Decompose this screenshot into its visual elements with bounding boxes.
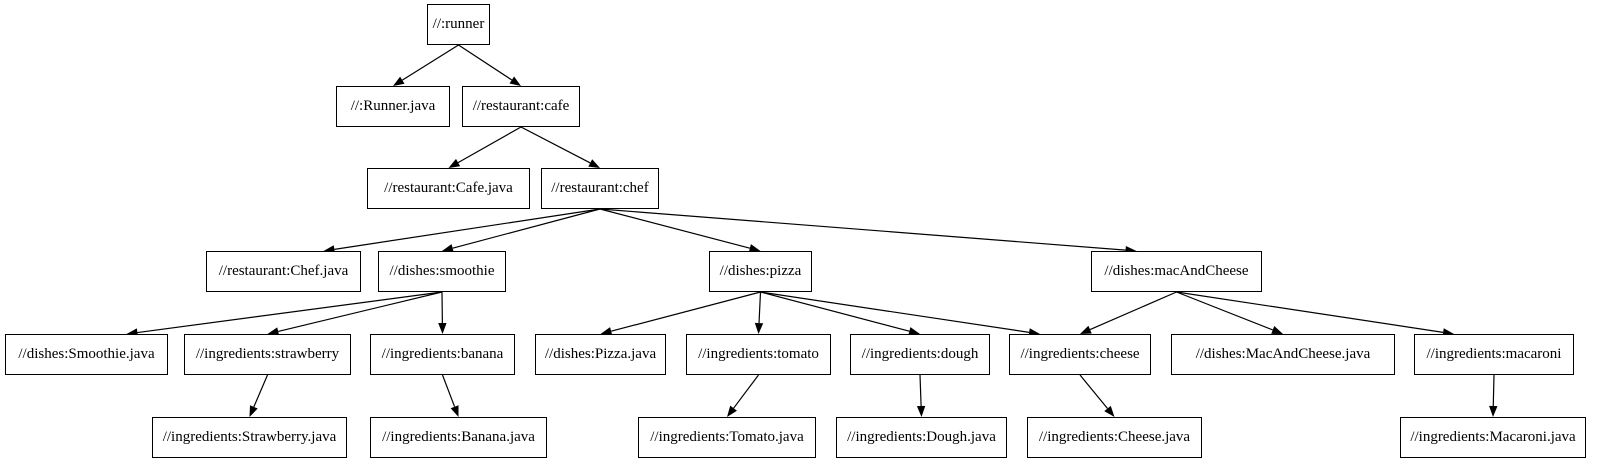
graph-node-label: //ingredients:Banana.java — [382, 429, 535, 445]
arrowhead-icon — [1489, 405, 1498, 417]
graph-node-label: //ingredients:Tomato.java — [650, 429, 804, 445]
graph-edge-smoothie-to-smoothie_java — [137, 291, 443, 334]
arrowhead-icon — [588, 159, 600, 168]
graph-edge-pizza-to-dough — [760, 291, 910, 332]
graph-node-label: //dishes:macAndCheese — [1104, 263, 1249, 279]
graph-edge-macandcheese-to-cheese — [1089, 291, 1177, 331]
arrowhead-icon — [393, 76, 405, 86]
graph-node-dough_java[interactable]: //ingredients:Dough.java — [836, 417, 1007, 458]
graph-node-strawberry[interactable]: //ingredients:strawberry — [184, 334, 351, 375]
graph-edge-pizza-to-cheese — [760, 291, 1030, 333]
graph-node-label: //dishes:pizza — [719, 263, 802, 279]
arrowhead-icon — [1104, 405, 1115, 417]
graph-node-tomato[interactable]: //ingredients:tomato — [686, 334, 831, 375]
arrowhead-icon — [450, 405, 459, 417]
graph-node-dough[interactable]: //ingredients:dough — [850, 334, 990, 375]
graph-node-chef[interactable]: //restaurant:chef — [541, 168, 659, 209]
graph-node-cafe_java[interactable]: //restaurant:Cafe.java — [367, 168, 530, 209]
graph-edge-strawberry-to-strawberry_java — [253, 374, 269, 408]
graph-node-banana[interactable]: //ingredients:banana — [370, 334, 515, 375]
graph-edge-chef-to-pizza — [599, 208, 751, 249]
arrowhead-icon — [916, 405, 926, 417]
graph-edge-cafe-to-cafe_java — [457, 126, 522, 164]
graph-node-macandcheese_java[interactable]: //dishes:MacAndCheese.java — [1171, 334, 1395, 375]
graph-edge-runner-to-runner_java — [402, 44, 459, 81]
graph-node-smoothie_java[interactable]: //dishes:Smoothie.java — [5, 334, 168, 375]
arrowhead-icon — [727, 405, 737, 417]
graph-node-label: //dishes:Pizza.java — [544, 346, 657, 362]
graph-node-label: //dishes:MacAndCheese.java — [1195, 346, 1371, 362]
graph-node-macaroni[interactable]: //ingredients:macaroni — [1414, 334, 1574, 375]
graph-node-macaroni_java[interactable]: //ingredients:Macaroni.java — [1400, 417, 1586, 458]
graph-node-label: //restaurant:chef — [551, 180, 649, 196]
graph-node-label: //ingredients:Strawberry.java — [162, 429, 337, 445]
graph-node-label: //dishes:Smoothie.java — [18, 346, 155, 362]
graph-edge-tomato-to-tomato_java — [733, 374, 759, 409]
graph-node-label: //restaurant:cafe — [472, 98, 570, 114]
graph-edge-cheese-to-cheese_java — [1079, 374, 1108, 409]
graph-node-smoothie[interactable]: //dishes:smoothie — [378, 251, 506, 292]
arrowhead-icon — [438, 322, 447, 334]
graph-node-label: //ingredients:Cheese.java — [1038, 429, 1191, 445]
graph-node-label: //ingredients:banana — [381, 346, 504, 362]
graph-node-tomato_java[interactable]: //ingredients:Tomato.java — [638, 417, 816, 458]
graph-edge-dough-to-dough_java — [919, 374, 922, 407]
graph-node-label: //restaurant:Cafe.java — [384, 180, 513, 196]
graph-node-label: //ingredients:cheese — [1020, 346, 1140, 362]
graph-node-label: //dishes:smoothie — [389, 263, 495, 279]
graph-node-label: //ingredients:Macaroni.java — [1410, 429, 1576, 445]
graph-node-label: //ingredients:tomato — [698, 346, 819, 362]
arrowhead-icon — [1271, 326, 1283, 334]
arrowhead-icon — [754, 322, 764, 334]
graph-edge-macaroni-to-macaroni_java — [1492, 374, 1495, 407]
graph-node-label: //ingredients:macaroni — [1426, 346, 1562, 362]
graph-node-chef_java[interactable]: //restaurant:Chef.java — [206, 251, 361, 292]
arrowhead-icon — [448, 158, 461, 168]
graph-node-macandcheese[interactable]: //dishes:macAndCheese — [1091, 251, 1262, 292]
graph-node-cheese_java[interactable]: //ingredients:Cheese.java — [1027, 417, 1202, 458]
graph-edge-cafe-to-chef — [520, 126, 591, 164]
graph-edge-banana-to-banana_java — [441, 374, 456, 407]
graph-node-pizza_java[interactable]: //dishes:Pizza.java — [535, 334, 666, 375]
graph-edge-runner-to-cafe — [458, 44, 513, 81]
graph-node-cafe[interactable]: //restaurant:cafe — [462, 86, 580, 127]
graph-node-label: //restaurant:Chef.java — [218, 263, 349, 279]
graph-node-runner[interactable]: //:runner — [427, 4, 490, 45]
graph-edge-pizza-to-tomato — [758, 291, 762, 324]
graph-node-label: //ingredients:Dough.java — [847, 429, 996, 445]
arrowhead-icon — [509, 76, 521, 86]
graph-node-label: //:runner — [432, 16, 485, 32]
graph-edge-pizza-to-pizza_java — [610, 291, 761, 332]
graph-edge-chef-to-chef_java — [334, 208, 601, 250]
graph-node-label: //ingredients:dough — [861, 346, 979, 362]
graph-node-label: //:Runner.java — [350, 98, 436, 114]
graph-edge-chef-to-smoothie — [452, 208, 601, 249]
graph-node-runner_java[interactable]: //:Runner.java — [336, 86, 450, 127]
graph-node-banana_java[interactable]: //ingredients:Banana.java — [370, 417, 547, 458]
graph-edge-chef-to-macandcheese — [599, 208, 1126, 251]
arrowhead-icon — [1080, 325, 1092, 334]
graph-edge-smoothie-to-strawberry — [278, 291, 443, 333]
graph-node-label: //ingredients:strawberry — [195, 346, 340, 362]
graph-edge-macandcheese-to-macaroni — [1176, 291, 1444, 333]
graph-node-pizza[interactable]: //dishes:pizza — [709, 251, 812, 292]
graph-edge-macandcheese-to-macandcheese_java — [1176, 291, 1273, 331]
graph-node-cheese[interactable]: //ingredients:cheese — [1009, 334, 1151, 375]
arrowhead-icon — [249, 405, 258, 417]
graph-node-strawberry_java[interactable]: //ingredients:Strawberry.java — [152, 417, 347, 458]
